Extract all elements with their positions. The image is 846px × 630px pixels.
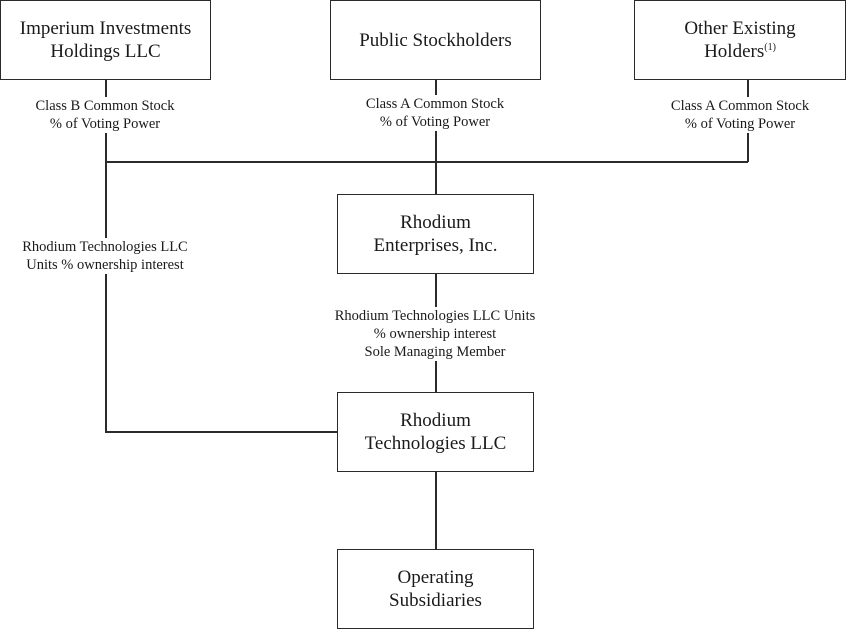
imperium-units-label-line2: Units % ownership interest (26, 257, 184, 273)
operating-subsidiaries-box: Operating Subsidiaries (337, 549, 534, 629)
footnote-marker: (1) (764, 42, 776, 53)
rhodium-enterprises-box: Rhodium Enterprises, Inc. (337, 194, 534, 274)
technologies-box-line1: Rhodium (400, 410, 471, 431)
other-stock-label-line2: % of Voting Power (684, 116, 796, 132)
other-box-line2: Holders(1) (704, 40, 776, 63)
public-box-line1: Public Stockholders (359, 29, 512, 51)
imperium-units-label: Rhodium Technologies LLC Units % ownersh… (5, 238, 205, 274)
imperium-stock-label-line1: Class B Common Stock (35, 98, 175, 114)
imperium-units-label-line1: Rhodium Technologies LLC (22, 239, 188, 255)
imperium-box-line2: Holdings LLC (50, 41, 161, 62)
public-stock-label: Class A Common Stock % of Voting Power (335, 95, 535, 131)
technologies-box-line2: Technologies LLC (364, 433, 507, 454)
other-stock-label: Class A Common Stock % of Voting Power (640, 97, 840, 133)
public-stock-label-line2: % of Voting Power (379, 114, 491, 130)
connector-imperium-to-technologies (105, 431, 337, 433)
imperium-stock-label-line2: % of Voting Power (49, 116, 161, 132)
connector-public-down (435, 80, 437, 194)
other-stock-label-line1: Class A Common Stock (670, 98, 810, 114)
imperium-stock-label: Class B Common Stock % of Voting Power (5, 97, 205, 133)
imperium-investments-box: Imperium Investments Holdings LLC (0, 0, 211, 80)
enterprises-units-label-line2: % ownership interest (373, 326, 497, 342)
other-box-line2-text: Holders (704, 41, 765, 62)
operating-box-line2: Subsidiaries (389, 590, 482, 611)
rhodium-technologies-box: Rhodium Technologies LLC (337, 392, 534, 472)
public-stock-label-line1: Class A Common Stock (365, 96, 505, 112)
enterprises-units-label-line1: Rhodium Technologies LLC Units (334, 308, 536, 324)
enterprises-box-line1: Rhodium (400, 212, 471, 233)
enterprises-box-line2: Enterprises, Inc. (373, 235, 498, 256)
other-box-line1: Other Existing (684, 18, 796, 39)
enterprises-units-label-line3: Sole Managing Member (364, 344, 506, 360)
enterprises-units-label: Rhodium Technologies LLC Units % ownersh… (315, 307, 555, 361)
connector-horizontal-top (105, 161, 748, 163)
operating-box-line1: Operating (397, 567, 474, 588)
connector-technologies-to-operating (435, 471, 437, 549)
imperium-box-line1: Imperium Investments (19, 18, 192, 39)
public-stockholders-box: Public Stockholders (330, 0, 541, 80)
other-existing-holders-box: Other Existing Holders(1) (634, 0, 846, 80)
